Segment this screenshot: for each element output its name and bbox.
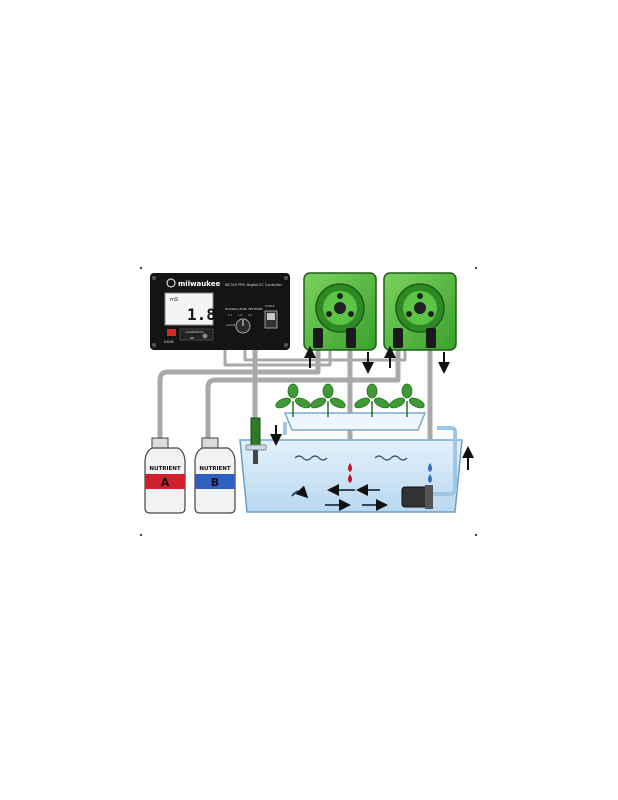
display-value: 1.8: [187, 305, 216, 324]
bottle-b-letter: B: [211, 476, 219, 489]
setpoint-tick: 2.0: [248, 313, 252, 317]
bottle-b-label: NUTRIENT: [199, 466, 230, 472]
calibration-label: CALIBRATION: [185, 330, 204, 334]
bottle-a-label: NUTRIENT: [149, 466, 180, 472]
red-drop-icon: [348, 463, 352, 472]
bottle-a: NUTRIENT A: [144, 437, 186, 514]
setpoint-tick: 1.0: [238, 313, 242, 317]
bottle-b: NUTRIENT B: [194, 437, 236, 514]
frame-dot: [474, 266, 478, 270]
frame-dot: [474, 533, 478, 537]
return-hose: [433, 426, 457, 496]
red-drop-icon: [348, 474, 352, 483]
brand-text: milwaukee: [178, 280, 220, 288]
setpoint-tick: 0.1: [228, 313, 232, 317]
lcd-display: [164, 292, 214, 326]
ec-controller: milwaukee MC310 PRO Digital EC Controlle…: [150, 273, 290, 350]
ripple-icon: [294, 455, 328, 461]
power-label: POWER: [265, 304, 275, 308]
circulation-icon: [291, 485, 309, 499]
model-text: MC310 PRO Digital EC Controller: [225, 283, 283, 287]
flow-arrows-pumps: [304, 346, 450, 374]
plant-icon: [275, 383, 311, 417]
calibration-knob[interactable]: [202, 333, 208, 339]
plant-icon: [310, 383, 346, 417]
milwaukee-logo-icon: [166, 278, 176, 288]
pump-b-outlet: [426, 328, 436, 348]
frame-dot: [139, 266, 143, 270]
calibration-panel: [179, 328, 214, 341]
tubing: [157, 344, 433, 465]
pump-a-outlet: [346, 328, 356, 348]
dose-label: DOSE: [164, 340, 174, 344]
pump-a-inlet: [313, 328, 323, 348]
dosing-pump-a: [303, 272, 377, 351]
ec-probe: [245, 417, 267, 464]
alarm-label: ALARM: [226, 323, 235, 327]
display-unit: mS: [170, 297, 178, 303]
dose-led: [167, 329, 176, 336]
plant-icon: [354, 383, 390, 417]
frame-dot: [139, 533, 143, 537]
plant-icon: [389, 383, 425, 417]
blue-drop-icon: [428, 474, 432, 483]
bottle-a-letter: A: [161, 476, 170, 489]
plants: [275, 383, 425, 417]
dosing-pump-b: [383, 272, 457, 351]
ripple-icon: [374, 455, 408, 461]
cal-value: 45: [190, 336, 194, 340]
blue-drop-icon: [428, 463, 432, 472]
setpoint-label: DOSING LEVEL SETPOINT: [225, 307, 263, 311]
pump-b-inlet: [393, 328, 403, 348]
reservoir: [239, 422, 463, 513]
plant-tray: [283, 412, 427, 431]
